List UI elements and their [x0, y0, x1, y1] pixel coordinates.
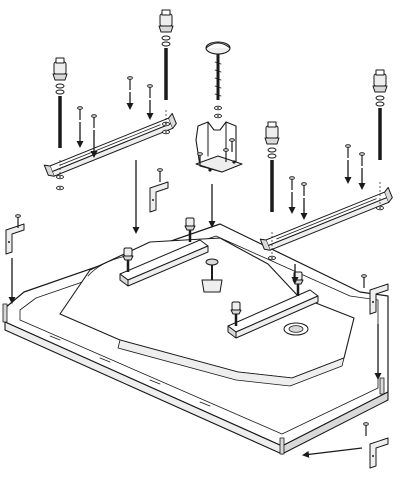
installed-rail-left: [119, 216, 209, 287]
corner-bracket-top: [149, 168, 169, 213]
bathtub: [2, 223, 389, 455]
right-rail-assembly: [259, 68, 394, 261]
corner-bracket-bottom: [363, 422, 389, 469]
installed-rail-right: [227, 270, 319, 339]
corner-bracket-left: [5, 214, 25, 255]
installed-center-leg: [201, 258, 223, 293]
center-leg-assembly: [195, 41, 243, 228]
left-rail-assembly: [43, 8, 178, 191]
assembly-arrows: [8, 160, 382, 458]
